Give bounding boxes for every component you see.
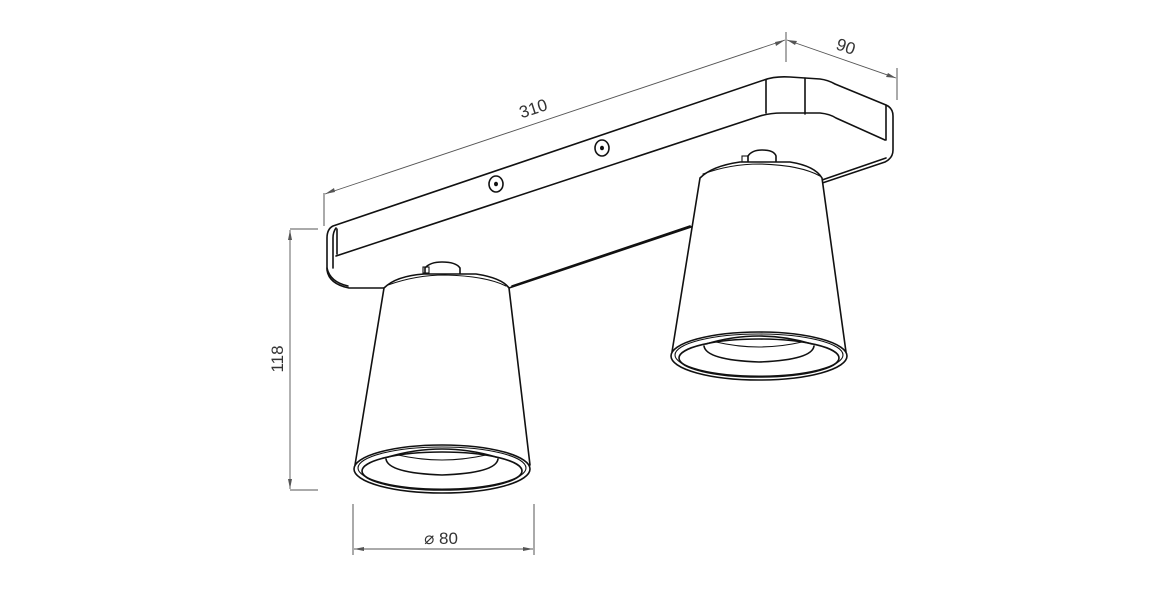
dimension-height — [288, 228, 318, 491]
dimension-depth-label: 90 — [834, 35, 858, 59]
dimension-height-label: 118 — [268, 345, 287, 372]
screw-right — [594, 139, 610, 157]
spotlight-right — [670, 149, 848, 381]
base-plate — [326, 76, 894, 289]
screw-left — [488, 175, 504, 193]
dimension-length-label: 310 — [517, 95, 550, 122]
dimension-length — [323, 32, 787, 226]
dimension-depth — [786, 39, 898, 100]
spotlight-left — [353, 261, 531, 494]
dimension-diameter-label: ⌀ 80 — [424, 529, 458, 548]
dimension-diameter — [352, 504, 535, 555]
